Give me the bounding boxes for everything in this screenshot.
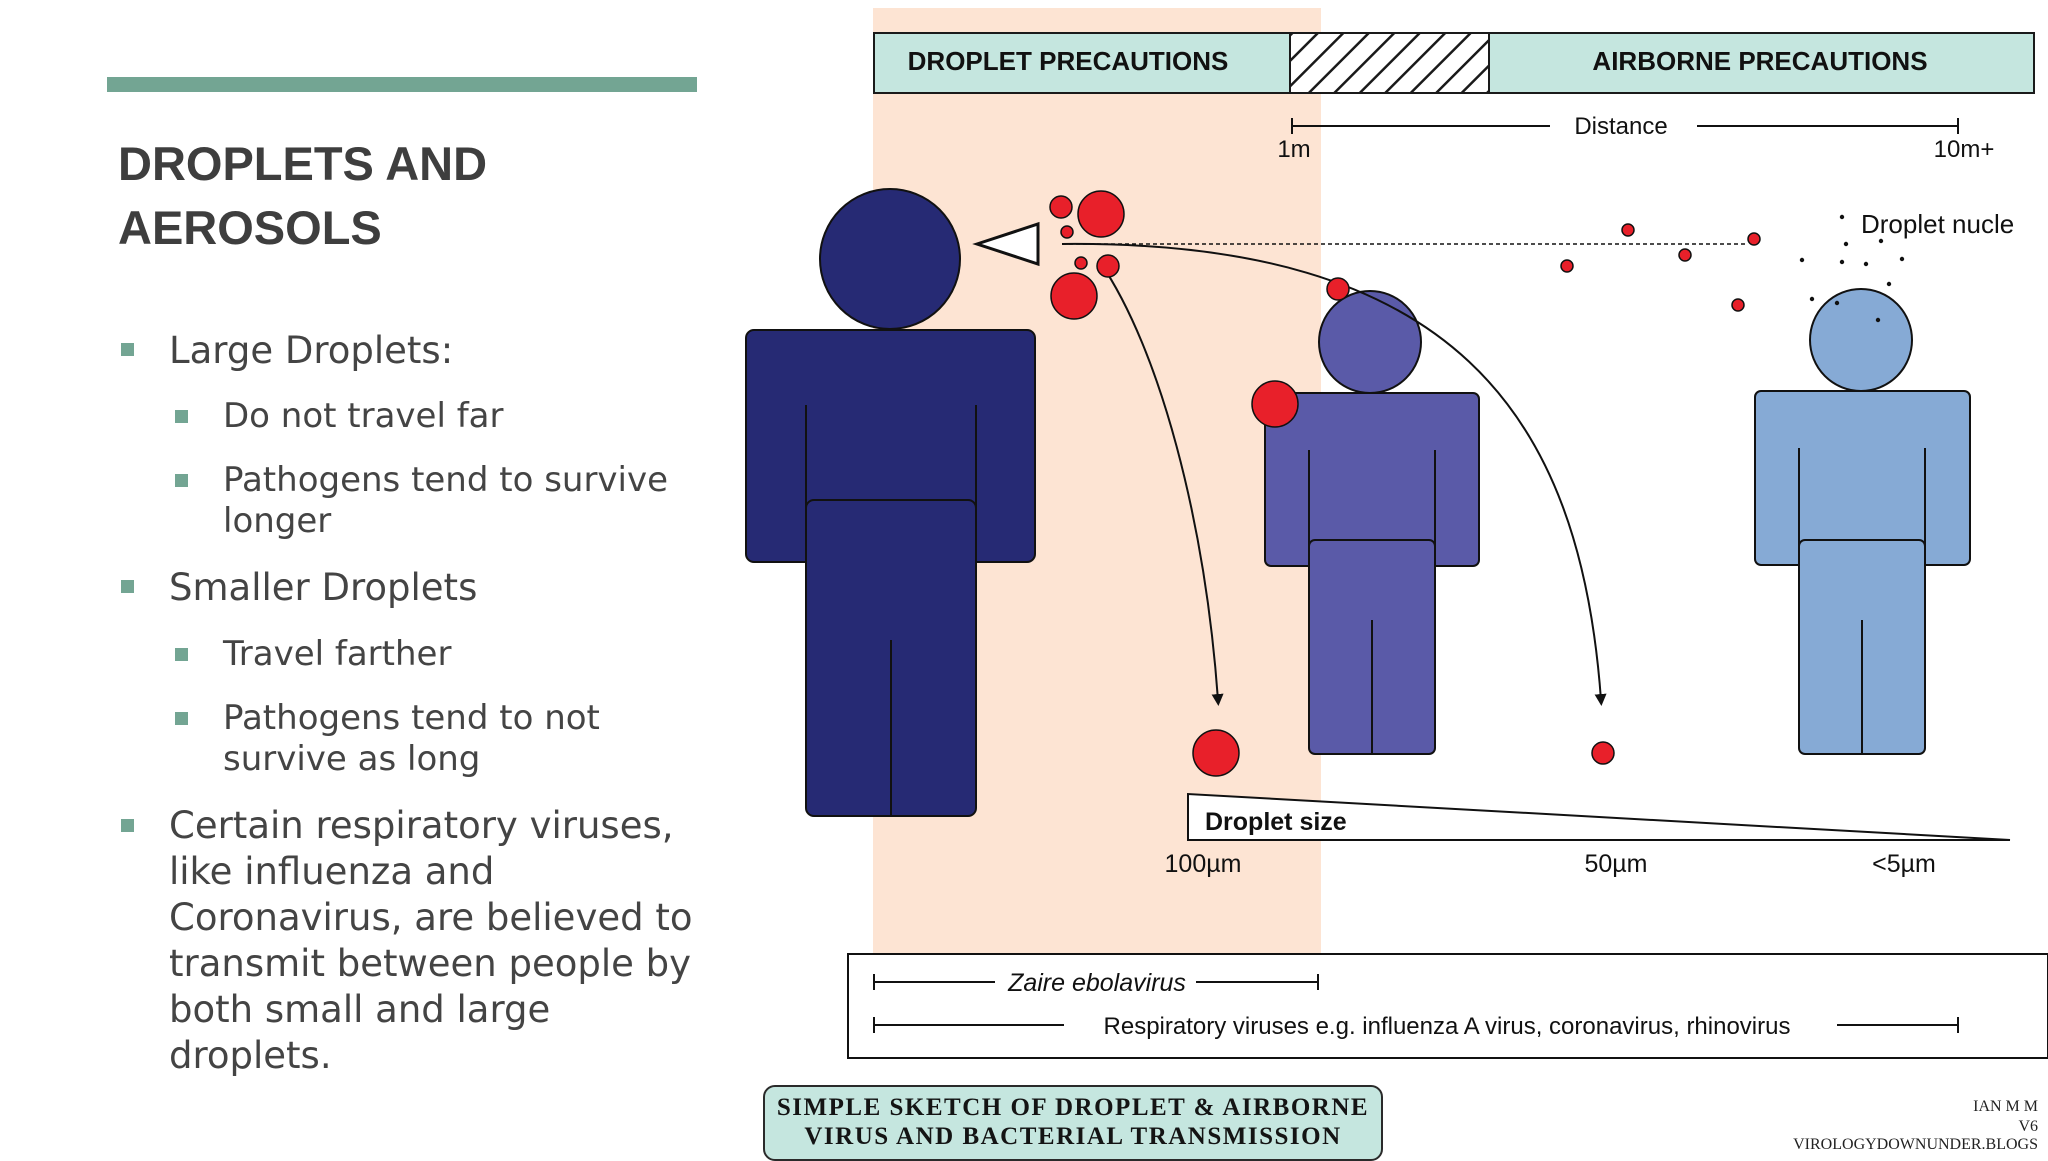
bullet-text: Smaller Droplets	[169, 566, 478, 609]
bullet-text: survive as long	[223, 739, 481, 779]
respiratory-virus-label: Respiratory viruses e.g. influenza A vir…	[1104, 1013, 1791, 1040]
droplet-size-wedge	[1187, 792, 2011, 841]
transmission-diagram: DROPLET PRECAUTIONS AIRBORNE PRECAUTIONS…	[720, 0, 2048, 1153]
slide-title: DROPLETS AND AEROSOLS	[118, 132, 678, 260]
bullet-text: transmit between people by	[169, 942, 692, 985]
exhalation-cone	[972, 221, 1040, 267]
droplet-nuclei-dots	[1799, 214, 1905, 323]
airborne-precautions-label: AIRBORNE PRECAUTIONS	[1592, 46, 1927, 76]
slide-title-line-1: DROPLETS AND	[118, 137, 488, 190]
bullet-marker	[175, 474, 188, 487]
bullet-text: longer	[223, 501, 332, 541]
respiratory-virus-range: Respiratory viruses e.g. influenza A vir…	[873, 1013, 1959, 1040]
bullet-text: both small and large	[169, 988, 551, 1031]
distance-scale: Distance 1m 10m+	[1277, 113, 1994, 163]
bullet-marker	[121, 819, 134, 832]
pathogen-range-box	[847, 953, 2048, 1059]
person-near	[1264, 290, 1480, 755]
bullet-text: Certain respiratory viruses,	[169, 804, 674, 847]
bullet-marker	[121, 580, 134, 593]
droplet-size-label: Droplet size	[1205, 808, 1347, 836]
ebola-range: Zaire ebolavirus	[873, 969, 1319, 997]
bullet-text: Pathogens tend to not	[223, 698, 600, 738]
caption-line-2: VIRUS AND BACTERIAL TRANSMISSION	[804, 1123, 1342, 1150]
transmission-diagram-svg: DROPLET PRECAUTIONS AIRBORNE PRECAUTIONS…	[745, 8, 2048, 1059]
bullet-marker	[121, 343, 134, 356]
person-source	[745, 188, 1036, 817]
small-droplets-cluster	[1560, 223, 1761, 312]
bullet-text: like influenza and	[169, 850, 495, 893]
diagram-caption: SIMPLE SKETCH OF DROPLET & AIRBORNE VIRU…	[763, 1085, 1383, 1161]
overlap-hatched-band	[1289, 32, 1490, 94]
droplet-size-tick-5: <5µm	[1872, 850, 1936, 878]
title-accent-bar	[107, 77, 697, 92]
distance-label: Distance	[1574, 113, 1667, 140]
bullet-marker	[175, 712, 188, 725]
large-droplets-cluster	[1049, 190, 1615, 777]
bullet-text: Coronavirus, are believed to	[169, 896, 693, 939]
bullet-text: Large Droplets:	[169, 329, 454, 372]
droplet-nuclei-label: Droplet nucle	[1861, 209, 2014, 239]
credit-line-3: VIROLOGYDOWNUNDER.BLOGS	[1793, 1136, 2038, 1153]
person-far	[1754, 288, 1971, 755]
droplet-precautions-band	[873, 32, 1291, 94]
airborne-precautions-band	[1488, 32, 2035, 94]
droplet-precautions-label: DROPLET PRECAUTIONS	[908, 46, 1229, 76]
credit-line-2: V6	[2018, 1118, 2038, 1135]
credit-line-1: IAN M M	[1973, 1098, 2038, 1115]
slide-text-panel: DROPLETS AND AEROSOLS Large Droplets: Do…	[0, 0, 720, 1152]
bullet-marker	[175, 648, 188, 661]
large-droplet-trajectory	[1099, 261, 1224, 706]
distance-end-label: 10m+	[1934, 136, 1995, 163]
bullet-text: Travel farther	[223, 634, 452, 674]
bullet-marker	[175, 410, 188, 423]
medium-droplet-trajectory	[1061, 242, 1607, 706]
distance-start-label: 1m	[1277, 136, 1310, 163]
ebola-label: Zaire ebolavirus	[1007, 969, 1186, 997]
bullet-text: droplets.	[169, 1034, 332, 1077]
bullet-text: Do not travel far	[223, 396, 504, 436]
droplet-size-tick-50: 50µm	[1584, 850, 1647, 878]
droplet-size-tick-100: 100µm	[1165, 850, 1242, 878]
bullet-text: Pathogens tend to survive	[223, 460, 669, 500]
caption-line-1: SIMPLE SKETCH OF DROPLET & AIRBORNE	[776, 1094, 1370, 1121]
slide-title-line-2: AEROSOLS	[118, 201, 382, 254]
